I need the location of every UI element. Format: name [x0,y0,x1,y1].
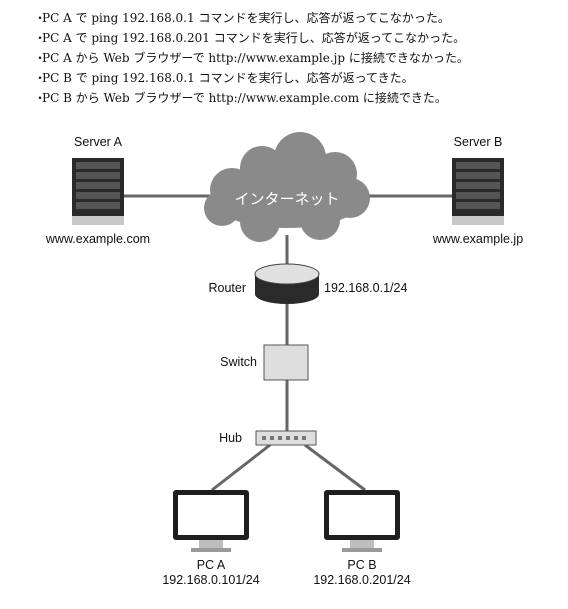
internet-label: インターネット [234,191,339,208]
pc-b-ip: 192.168.0.201/24 [313,573,410,587]
hub-name: Hub [219,431,242,445]
server-a-name: Server A [74,135,123,149]
pc-a-ip: 192.168.0.101/24 [162,573,259,587]
link-hub-pc-b [304,443,366,492]
note-text: PC A で ping 192.168.0.1 コマンドを実行し、応答が返ってこ… [42,11,450,25]
server-a: Server A www.example.com [45,135,150,246]
notes-list: ・PC A で ping 192.168.0.1 コマンドを実行し、応答が返って… [34,8,469,108]
router-name: Router [208,281,246,295]
note-text: PC A から Web ブラウザーで http://www.example.jp… [42,51,469,65]
connection-lines [124,194,452,492]
note-item: ・PC B で ping 192.168.0.1 コマンドを実行し、応答が返って… [34,68,469,88]
router-ip: 192.168.0.1/24 [324,281,407,295]
switch-body [263,344,309,381]
pc-b-name: PC B [347,558,376,572]
note-text: PC A で ping 192.168.0.201 コマンドを実行し、応答が返っ… [42,31,466,45]
note-item: ・PC A で ping 192.168.0.201 コマンドを実行し、応答が返… [34,28,469,48]
note-item: ・PC A で ping 192.168.0.1 コマンドを実行し、応答が返って… [34,8,469,28]
pc-b: PC B 192.168.0.201/24 [313,490,411,587]
link-hub-pc-a [211,443,271,492]
server-a-host: www.example.com [45,232,150,246]
hub: Hub [219,430,317,446]
pc-a: PC A 192.168.0.101/24 [162,490,260,587]
note-text: PC B で ping 192.168.0.1 コマンドを実行し、応答が返ってき… [42,71,414,85]
router: Router 192.168.0.1/24 [208,263,407,304]
note-text: PC B から Web ブラウザーで http://www.example.co… [42,91,447,105]
pc-a-name: PC A [197,558,226,572]
switch: Switch [220,344,309,381]
server-b: Server B www.example.jp [432,135,523,246]
server-b-host: www.example.jp [432,232,523,246]
server-b-name: Server B [454,135,503,149]
switch-name: Switch [220,355,257,369]
note-item: ・PC B から Web ブラウザーで http://www.example.c… [34,88,469,108]
internet-cloud: インターネット [204,132,370,242]
note-item: ・PC A から Web ブラウザーで http://www.example.j… [34,48,469,68]
